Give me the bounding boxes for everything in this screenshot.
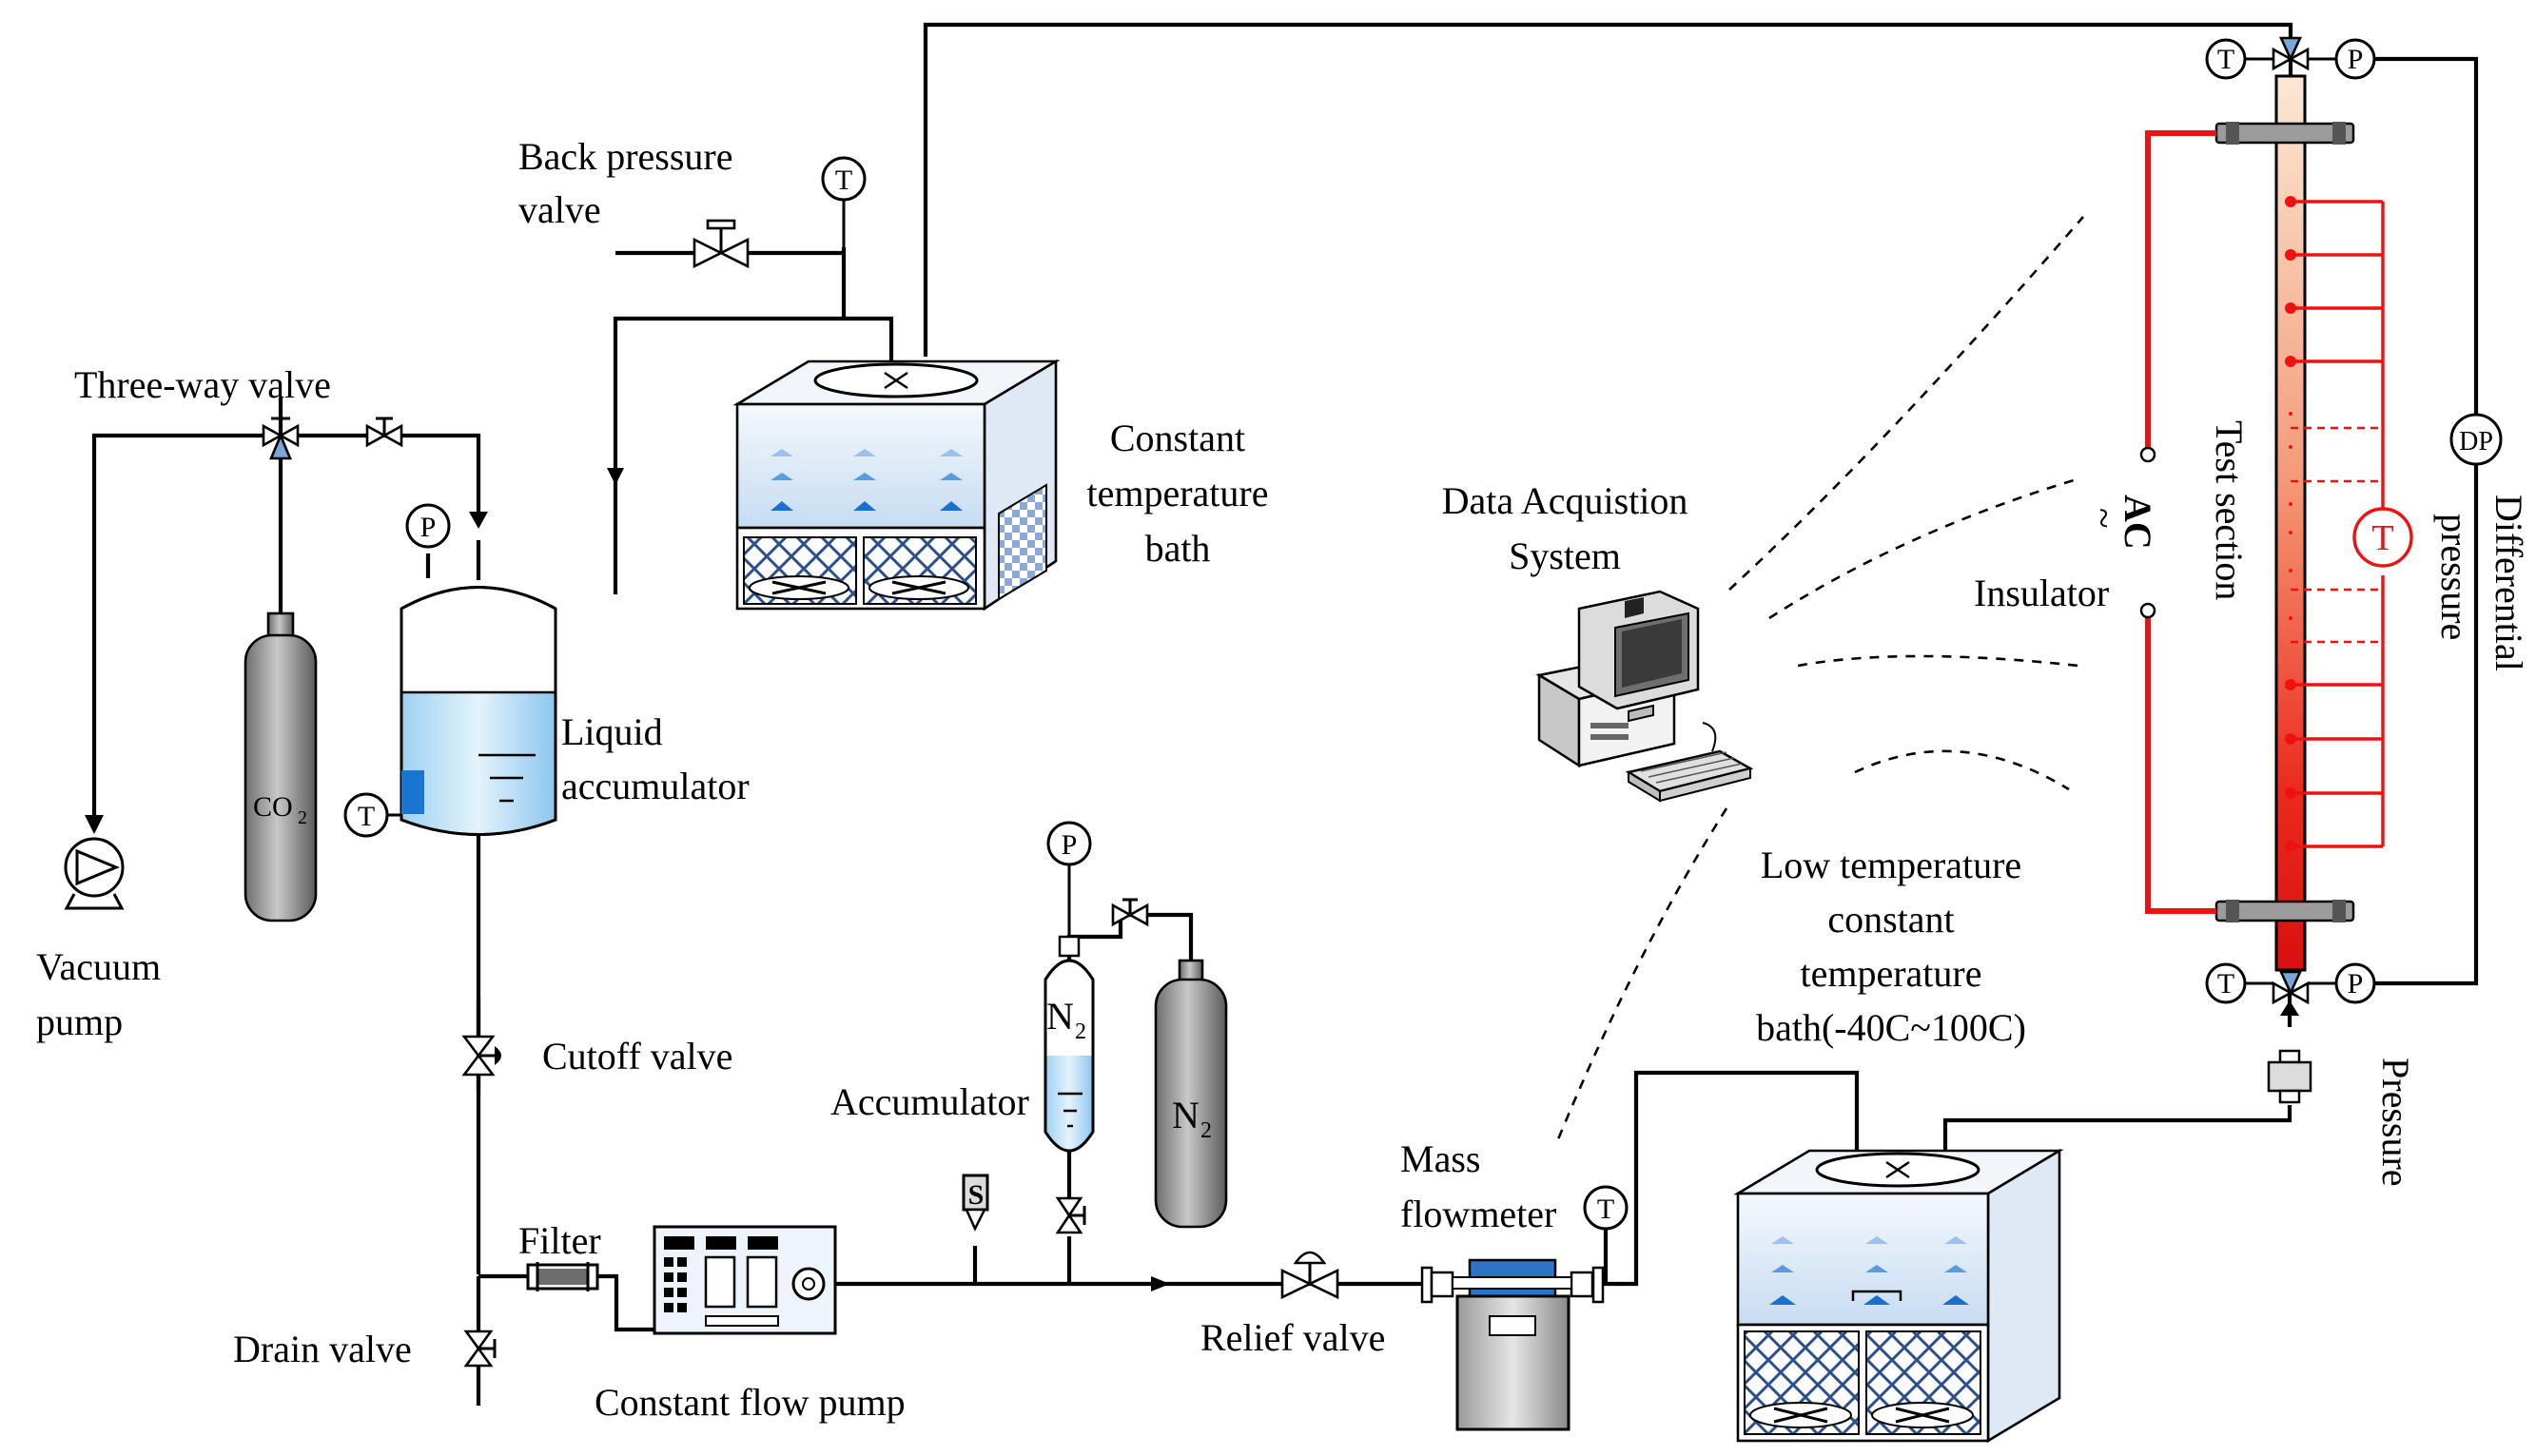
label-liquid-accumulator-2: accumulator (561, 765, 750, 807)
pressure-sensor-test-outlet: P (2334, 38, 2376, 80)
inlet-pressure-regulator (2267, 1049, 2312, 1104)
pressure-gauge-accumulator: P (1046, 821, 1092, 937)
svg-text:DP: DP (2459, 427, 2493, 456)
temperature-sensor-bath-outlet: T (821, 156, 867, 249)
labels: Back pressure valve Three-way valve Cons… (36, 135, 2530, 1424)
differential-pressure-transducer: DP (2449, 413, 2503, 466)
label-insulator: Insulator (1974, 572, 2109, 614)
three-way-valve[interactable] (262, 417, 300, 460)
label-back-pressure-valve-1: Back pressure (518, 135, 732, 178)
svg-text:T: T (2371, 518, 2393, 558)
label-low-temp-bath-4: bath(-40C~100C) (1756, 1006, 2026, 1049)
constant-temperature-bath (732, 359, 1061, 612)
label-ac-tilde: ~ (2082, 508, 2125, 529)
label-vacuum-pump-1: Vacuum (36, 945, 161, 988)
pressure-gauge-liquid-accumulator: P (405, 503, 451, 549)
test-section (2214, 74, 2355, 972)
pressure-sensor-test-inlet: P (2334, 962, 2376, 1004)
temperature-sensor-liquid-accumulator: T (343, 792, 401, 838)
accumulator-isolation-valve[interactable] (1055, 1196, 1086, 1234)
back-pressure-valve[interactable] (693, 219, 750, 269)
thermocouple-array: T (2285, 196, 2413, 852)
label-liquid-accumulator-1: Liquid (561, 710, 663, 753)
svg-text:S: S (968, 1179, 985, 1211)
label-cutoff-valve: Cutoff valve (542, 1035, 732, 1077)
safety-valve[interactable]: S (962, 1174, 989, 1232)
label-filter: Filter (518, 1219, 601, 1262)
vacuum-pump[interactable] (64, 837, 125, 910)
n2-line-valve[interactable] (1111, 898, 1149, 927)
svg-text:P: P (420, 512, 437, 543)
svg-text:N: N (1046, 995, 1074, 1038)
label-constant-temperature-bath-2: temperature (1087, 472, 1269, 514)
svg-text:N: N (1172, 1094, 1200, 1136)
svg-text:2: 2 (298, 807, 307, 828)
gas-inlet-valve[interactable] (365, 417, 403, 448)
label-drain-valve: Drain valve (233, 1328, 412, 1370)
temperature-sensor-test-inlet: T (2205, 962, 2247, 1004)
mass-flowmeter (1420, 1258, 1605, 1431)
label-low-temp-bath-3: temperature (1801, 952, 1982, 995)
signal-lines (1556, 216, 2084, 1140)
relief-valve[interactable] (1280, 1251, 1339, 1300)
label-low-temp-bath-2: constant (1827, 898, 1954, 941)
label-relief-valve: Relief valve (1200, 1316, 1385, 1359)
cutoff-valve[interactable] (461, 1035, 501, 1077)
label-three-way-valve: Three-way valve (74, 363, 331, 406)
data-acquisition-computer (1535, 590, 1754, 803)
label-pressure: Pressure (2374, 1058, 2417, 1187)
label-test-section: Test section (2208, 420, 2251, 600)
svg-text:T: T (2217, 968, 2234, 1000)
temperature-sensor-test-outlet: T (2205, 38, 2247, 80)
test-section-inlet-valve[interactable] (2272, 970, 2310, 1005)
label-constant-flow-pump: Constant flow pump (595, 1381, 906, 1424)
svg-text:P: P (2348, 44, 2364, 75)
label-accumulator: Accumulator (830, 1080, 1029, 1123)
liquid-accumulator (400, 586, 557, 836)
svg-text:P: P (2348, 968, 2364, 1000)
filter (526, 1262, 599, 1291)
accumulator: N 2 (1044, 935, 1095, 1153)
co2-cylinder: CO 2 (244, 612, 318, 922)
low-temperature-constant-temperature-bath (1733, 1148, 2064, 1444)
n2-cylinder: N 2 (1154, 959, 1228, 1229)
label-mass-flowmeter-1: Mass (1400, 1137, 1480, 1180)
label-differential-pressure-1: Differential (2487, 495, 2530, 671)
label-low-temp-bath-1: Low temperature (1761, 844, 2021, 886)
label-data-acquisition-1: Data Acquistion (1442, 479, 1688, 522)
label-differential-pressure-2: pressure (2433, 514, 2476, 640)
svg-text:P: P (1062, 829, 1078, 861)
temperature-sensor-flowmeter: T (1583, 1185, 1629, 1231)
svg-text:T: T (835, 165, 852, 196)
label-data-acquisition-2: System (1509, 534, 1621, 577)
svg-text:T: T (2217, 44, 2234, 75)
label-vacuum-pump-2: pump (36, 1000, 123, 1043)
label-back-pressure-valve-2: valve (518, 188, 601, 231)
svg-text:2: 2 (1075, 1019, 1086, 1044)
svg-text:T: T (358, 801, 375, 832)
label-constant-temperature-bath-1: Constant (1110, 417, 1245, 459)
svg-text:CO: CO (253, 791, 293, 823)
svg-text:T: T (1597, 1194, 1614, 1225)
constant-flow-pump[interactable] (653, 1225, 837, 1335)
label-ac: AC (2117, 495, 2159, 550)
svg-text:2: 2 (1200, 1118, 1212, 1143)
label-mass-flowmeter-2: flowmeter (1400, 1193, 1556, 1235)
drain-valve[interactable] (463, 1330, 497, 1368)
ac-heater-circuit (2139, 130, 2216, 914)
test-section-outlet-valve[interactable] (2272, 36, 2310, 71)
label-constant-temperature-bath-3: bath (1145, 527, 1211, 570)
